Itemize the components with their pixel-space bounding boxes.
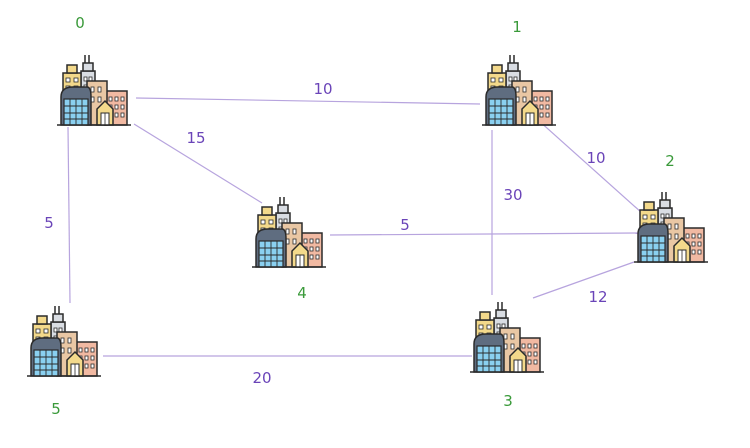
node-0: 0 <box>56 14 132 126</box>
edge-weight-0-4: 15 <box>186 129 205 147</box>
edge-0-1 <box>135 97 481 105</box>
edge-weight-4-2: 5 <box>400 216 410 234</box>
node-label-0: 0 <box>75 14 85 32</box>
node-label-5: 5 <box>51 400 61 418</box>
city-buildings-icon <box>481 54 557 126</box>
city-buildings-icon <box>633 191 709 263</box>
edge-weight-1-2: 10 <box>586 149 605 167</box>
node-4: 4 <box>251 196 327 302</box>
node-3: 3 <box>469 301 545 410</box>
city-buildings-icon <box>469 301 545 373</box>
edge-weight-0-1: 10 <box>313 80 332 98</box>
edge-weights-layer: 10 15 5 10 30 5 12 20 <box>44 80 607 387</box>
edge-weight-0-5: 5 <box>44 214 54 232</box>
node-label-2: 2 <box>665 152 675 170</box>
node-1: 1 <box>481 18 557 126</box>
edge-weight-1-3: 30 <box>503 186 522 204</box>
edge-0-5 <box>67 126 71 304</box>
city-buildings-icon <box>26 305 102 377</box>
edge-2-3 <box>532 261 635 299</box>
edge-weight-5-3: 20 <box>252 369 271 387</box>
edges-layer <box>67 97 643 357</box>
edge-4-2 <box>329 232 639 236</box>
city-buildings-icon <box>251 196 327 268</box>
node-5: 5 <box>26 305 102 418</box>
edge-0-4 <box>133 123 263 204</box>
edge-1-2 <box>537 119 643 214</box>
node-label-4: 4 <box>297 284 307 302</box>
node-2: 2 <box>633 152 709 263</box>
node-label-1: 1 <box>512 18 522 36</box>
node-label-3: 3 <box>503 392 513 410</box>
city-buildings-icon <box>56 54 132 126</box>
edge-weight-2-3: 12 <box>588 288 607 306</box>
